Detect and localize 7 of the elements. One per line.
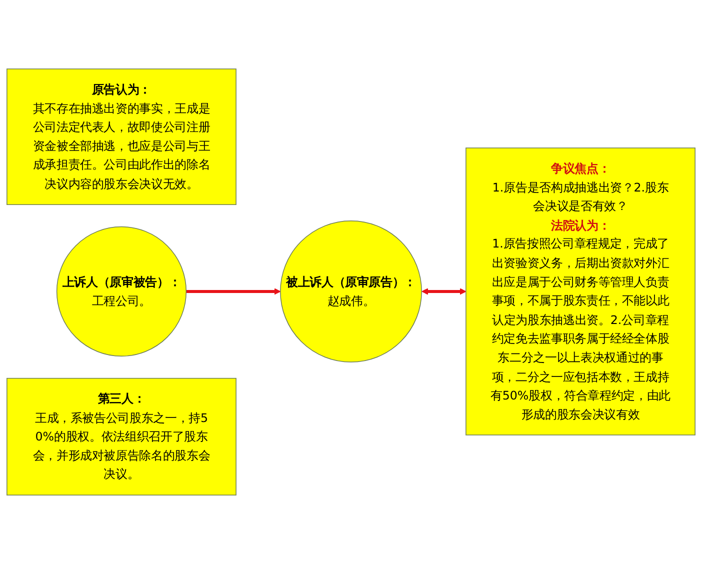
node-circle: 被上诉人（原审原告）： 赵成伟。 [280,220,422,362]
node-circle: 上诉人（原审被告）： 工程公司。 [56,226,187,356]
node-box: 第三人： 王成，系被告公司股东之一，持50%的股权。依法组织召开了股东会，并形成对被原告除名的股东会决议。 [6,378,236,496]
node-box: 争议焦点： 1.原告是否构成抽逃出资？2.股东会决议是否有效？ 法院认为： 1.原告按照公司章程规定，完成了出资验资义务，后期出资款对外汇出应是属于公司财务等管理人负责事项，不属于股东责任，不能以此认定为股东抽逃出资。2.公司章程约定免去监事职务属于经经全体股东二分之一以上表决权通过的事项，二分之一应包括本数，王成持有50%股权，符合章程约定，由此形成的股东会决议有效 [466,148,696,436]
arrow [422,288,466,295]
arrow [186,288,281,295]
node-box: 原告认为： 其不存在抽逃出资的事实，王成是公司法定代表人，故即使公司注册资金被全部抽逃，也应是公司与王成承担责任。公司由此作出的除名决议内容的股东会决议无效。 [6,68,236,205]
